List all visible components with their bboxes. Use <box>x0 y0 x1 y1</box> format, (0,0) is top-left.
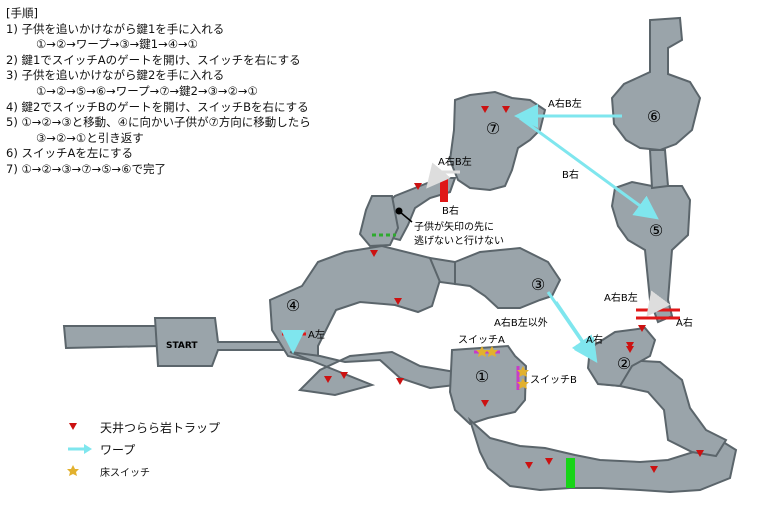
trap-icon <box>396 378 404 385</box>
floor-switches <box>476 346 529 389</box>
trap-icon <box>696 450 704 457</box>
gate-green <box>566 458 575 488</box>
trap-icon <box>66 422 100 432</box>
legend-floor-switch-label: 床スイッチ <box>100 467 150 479</box>
legend: 天井つらら岩トラップ ワープ 床スイッチ <box>66 416 220 482</box>
floor-switch-star <box>517 366 529 377</box>
child-arrow-7 <box>426 162 460 189</box>
procedure-line: ①→②→⑤→⑥→ワープ→⑦→鍵2→③→②→① <box>36 83 258 98</box>
point-7: ⑦ <box>486 119 500 138</box>
trap-icon <box>650 466 658 473</box>
legend-trap: 天井つらら岩トラップ <box>66 416 220 438</box>
trap-icon <box>502 106 510 113</box>
warp-3-to-2b <box>554 301 598 363</box>
trap-icon <box>481 106 489 113</box>
label-child-note-2: 逃げないと行けない <box>414 234 504 247</box>
point-6: ⑥ <box>647 107 661 126</box>
procedure-line: 6) スイッチAを左にする <box>6 146 133 161</box>
child-note-pointer <box>399 211 413 223</box>
trap-icon <box>545 458 553 465</box>
legend-floor-switch: 床スイッチ <box>66 460 220 482</box>
warp-7-to-5 <box>519 116 659 220</box>
point-1: ① <box>475 367 489 386</box>
trap-icon <box>340 372 348 379</box>
map-points: ① ② ③ ④ ⑤ ⑥ ⑦ <box>286 107 663 386</box>
start-label: START <box>166 341 198 351</box>
point-5: ⑤ <box>649 221 663 240</box>
procedure-line: 3) 子供を追いかけながら鍵2を手に入れる <box>6 68 225 83</box>
trap-icon <box>394 298 402 305</box>
label-child-note-1: 子供が矢印の先に <box>414 220 494 233</box>
procedure-line: 5) ①→②→③と移動、④に向かい子供が⑦方向に移動したら <box>6 115 311 130</box>
floor-switch-star <box>476 346 488 357</box>
trap-icon <box>481 400 489 407</box>
child-marker <box>395 207 403 215</box>
point-3: ③ <box>531 275 545 294</box>
map-floor <box>62 16 738 494</box>
gate-red-7-bar <box>440 176 448 202</box>
label-a-right-5: A右 <box>676 316 693 329</box>
label-b-right-7: B右 <box>442 204 459 217</box>
floor-switch-star <box>486 346 498 357</box>
procedure-line: 7) ①→②→③→⑦→⑤→⑥で完了 <box>6 161 166 176</box>
legend-warp-label: ワープ <box>100 442 136 457</box>
label-a-right-b-left-warp: A右B左 <box>548 97 582 110</box>
label-a-left-1: A左 <box>308 328 325 341</box>
label-a-right-b-left-5: A右B左 <box>604 291 638 304</box>
star-icon <box>66 464 100 478</box>
procedure-line: 1) 子供を追いかけながら鍵1を手に入れる <box>6 21 225 36</box>
point-4: ④ <box>286 296 300 315</box>
legend-trap-label: 天井つらら岩トラップ <box>100 420 221 435</box>
procedure-header: [手順] <box>6 6 38 20</box>
procedure-line: ③→②→①と引き返す <box>36 130 144 145</box>
procedure-line: ①→②→ワープ→③→鍵1→④→① <box>36 37 198 52</box>
label-switch-b: スイッチB <box>530 374 577 386</box>
warps <box>281 104 659 363</box>
child-arrows <box>426 162 671 317</box>
trap-icon <box>626 346 634 353</box>
point-2: ② <box>617 354 631 373</box>
floor-switch-star <box>517 378 529 389</box>
label-a-right-b-left-7: A右B左 <box>438 155 472 168</box>
procedure-line: 4) 鍵2でスイッチBのゲートを開け、スイッチBを右にする <box>6 99 309 114</box>
trap-icon <box>525 462 533 469</box>
trap-icon <box>324 376 332 383</box>
legend-warp: ワープ <box>66 438 220 460</box>
label-a-right-b-left-not: A右B左以外 <box>494 316 548 329</box>
label-switch-a: スイッチA <box>458 334 505 346</box>
trap-icon <box>638 325 646 332</box>
trap-icon <box>626 342 634 349</box>
trap-icon <box>370 250 378 257</box>
traps <box>324 106 704 473</box>
trap-icon <box>414 183 422 190</box>
label-b-right-warp: B右 <box>562 168 579 181</box>
procedure-line: 2) 鍵1でスイッチAのゲートを開け、スイッチを右にする <box>6 52 301 67</box>
label-a-right-3: A右 <box>586 333 603 346</box>
map-labels: A左 A右B左 B右 A右B左 B右 子供が矢印の先に 逃げないと行けない A右… <box>308 97 693 386</box>
child-arrow-5 <box>646 290 671 317</box>
warp-arrow-icon <box>66 443 100 455</box>
